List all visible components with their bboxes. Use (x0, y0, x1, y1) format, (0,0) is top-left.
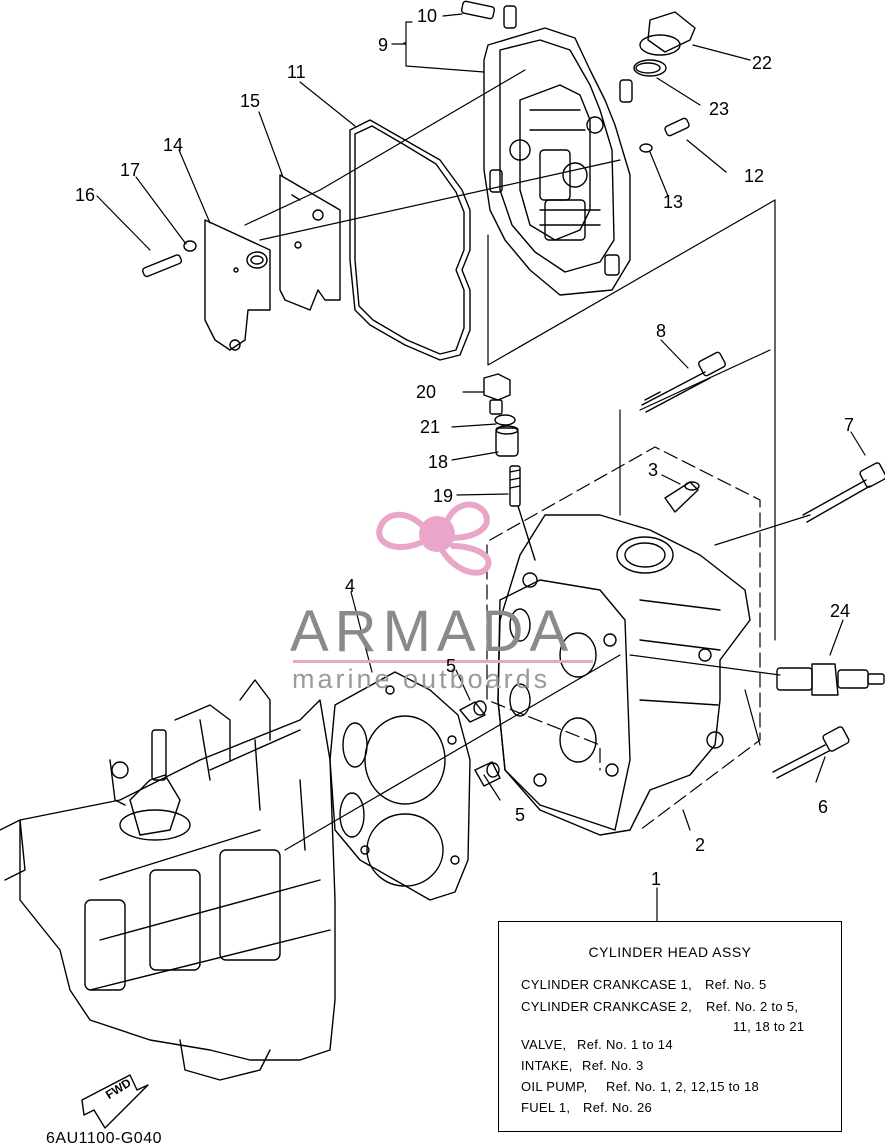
callout-16: 16 (75, 185, 96, 205)
info-line-ref-2: Ref. No. 2 to 5, (706, 999, 799, 1014)
callout-21: 21 (420, 417, 441, 437)
info-line-ref-3: 11, 18 to 21 (733, 1019, 805, 1034)
callout-18: 18 (428, 452, 449, 472)
callout-2: 2 (695, 835, 706, 855)
info-line-ref-6: Ref. No. 1, 2, 12,15 to 18 (606, 1079, 760, 1094)
fwd-arrow (81, 1074, 149, 1129)
callout-23: 23 (709, 99, 730, 119)
callout-15: 15 (240, 91, 261, 111)
info-line-ref-7: Ref. No. 26 (583, 1100, 653, 1115)
callout-5-upper: 5 (446, 656, 457, 676)
callout-5-lower: 5 (515, 805, 526, 825)
callout-12: 12 (744, 166, 765, 186)
info-line-label-7: FUEL 1, (521, 1100, 571, 1115)
callout-22: 22 (752, 53, 773, 73)
watermark-underline (293, 660, 593, 663)
assy-dashed-outline (486, 446, 761, 831)
assembly-lines (244, 69, 811, 851)
callout-17: 17 (120, 160, 141, 180)
callout-9: 9 (378, 35, 389, 55)
cylinder-head-cover (460, 0, 633, 296)
info-line-label-5: INTAKE, (521, 1058, 573, 1073)
info-line-label-4: VALVE, (521, 1037, 567, 1052)
callout-11: 11 (287, 62, 306, 82)
bolt-8 (641, 351, 726, 413)
diagram-code: 6AU1100-G040 (46, 1130, 162, 1147)
callout-14: 14 (163, 135, 184, 155)
intake-part-3 (664, 481, 700, 513)
info-line-ref-4: Ref. No. 1 to 14 (577, 1037, 673, 1052)
callout-19: 19 (433, 486, 454, 506)
screw-16-washer-17 (142, 240, 197, 278)
leader-lines (96, 13, 866, 922)
watermark-tagline: marine outboards (292, 664, 551, 694)
bolt-6 (772, 726, 850, 779)
callout-20: 20 (416, 382, 437, 402)
callout-1: 1 (651, 869, 662, 889)
head-gasket-4 (329, 671, 471, 901)
info-line-label-1: CYLINDER CRANKCASE 1, (521, 977, 693, 992)
info-line-ref-1: Ref. No. 5 (705, 977, 767, 992)
dowel-pins-5 (459, 700, 501, 787)
bolt-7 (802, 462, 885, 523)
callout-13: 13 (663, 192, 684, 212)
info-box-title: CYLINDER HEAD ASSY (588, 944, 752, 960)
info-line-label-6: OIL PUMP, (521, 1079, 588, 1094)
callout-8: 8 (656, 321, 667, 341)
callout-4: 4 (345, 576, 356, 596)
assembly-info-box: CYLINDER HEAD ASSY CYLINDER CRANKCASE 1,… (498, 921, 842, 1132)
watermark-brand: ARMADA (290, 599, 575, 664)
plate-14 (204, 219, 271, 351)
oil-filler-cap (633, 11, 696, 77)
propeller-logo-icon (376, 501, 492, 576)
gasket-11 (349, 119, 471, 361)
spark-plug-24 (776, 663, 885, 696)
relief-valve-parts (483, 373, 536, 561)
callout-10: 10 (417, 6, 438, 26)
bolt-12-washer-13 (639, 117, 690, 153)
callout-24: 24 (830, 601, 851, 621)
plate-15 (279, 174, 341, 311)
callout-7: 7 (844, 415, 855, 435)
callout-3: 3 (648, 460, 659, 480)
cylinder-head-2 (497, 514, 751, 836)
info-line-ref-5: Ref. No. 3 (582, 1058, 644, 1073)
cylinder-block (0, 679, 336, 1081)
callout-6: 6 (818, 797, 829, 817)
info-line-label-2: CYLINDER CRANKCASE 2, (521, 999, 693, 1014)
